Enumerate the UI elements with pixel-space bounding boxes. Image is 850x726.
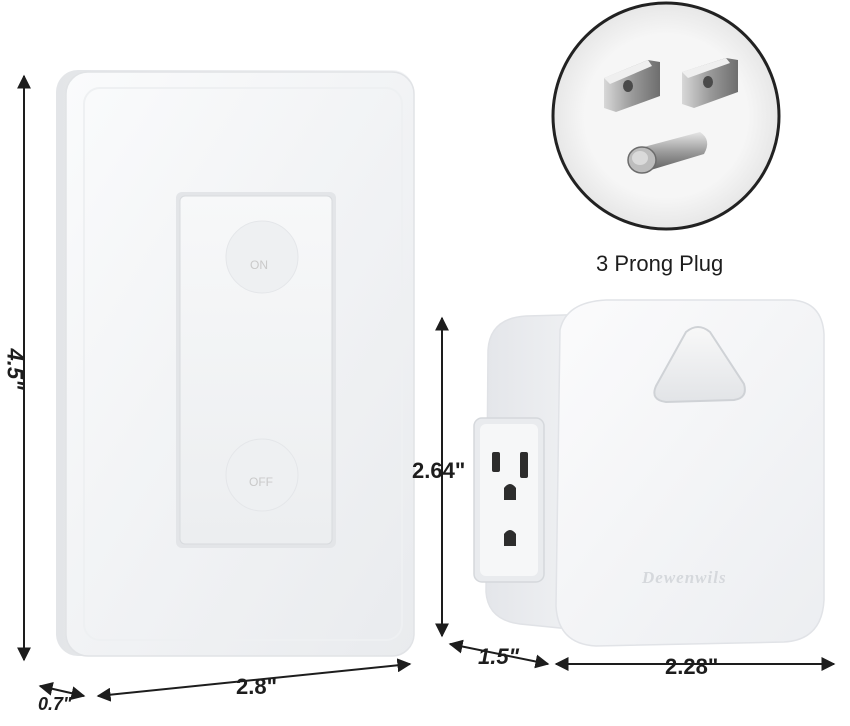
prong-left <box>604 60 660 112</box>
dim-remote-height: 4.5" <box>2 348 28 390</box>
remote-switch <box>56 70 415 657</box>
off-button <box>225 438 299 512</box>
socket-top <box>492 452 528 500</box>
dim-line-outlet-depth <box>448 639 550 669</box>
outlet-front <box>555 299 825 647</box>
outlet-power-button <box>653 326 746 404</box>
prong-right <box>682 58 738 108</box>
on-button <box>225 220 299 294</box>
dimension-lines <box>17 74 836 702</box>
off-label: OFF <box>249 475 273 489</box>
plug-caption: 3 Prong Plug <box>596 251 724 276</box>
dim-outlet-depth: 1.5" <box>478 644 520 669</box>
dim-outlet-width: 2.28" <box>665 654 719 679</box>
plug-closeup-circle <box>551 1 781 231</box>
ground-pin <box>627 132 708 174</box>
socket-bottom <box>504 530 516 546</box>
outlet-receiver <box>473 299 825 647</box>
dim-remote-depth: 0.7" <box>38 694 72 714</box>
dim-line-remote-width <box>96 658 412 702</box>
rocker <box>179 195 333 545</box>
dim-remote-width: 2.8" <box>236 674 278 699</box>
on-label: ON <box>250 258 268 272</box>
brand-logo: Dewenwils <box>642 568 727 587</box>
dim-line-remote-depth <box>38 681 86 701</box>
plug-closeup <box>551 1 781 231</box>
dim-outlet-height: 2.64" <box>412 458 466 483</box>
